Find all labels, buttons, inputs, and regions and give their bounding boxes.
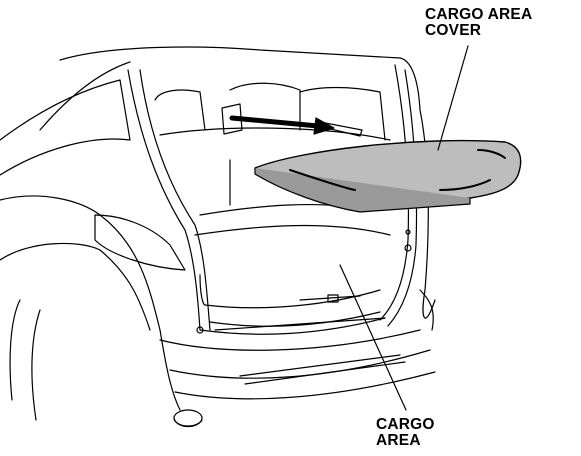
vehicle-body xyxy=(0,46,436,428)
cargo-area-label-line-2: AREA xyxy=(376,432,421,449)
cargo-area-label: CARGO AREA xyxy=(376,417,435,449)
cargo-area-cover-label: CARGO AREA COVER xyxy=(425,7,532,39)
cargo-area-cover-label-line-2: COVER xyxy=(425,22,482,39)
stow-arrow xyxy=(221,103,363,137)
cargo-area-cover-label-line-1: CARGO AREA xyxy=(425,6,533,23)
cargo-area-cover xyxy=(254,139,522,213)
leader-line-cover xyxy=(437,45,469,151)
cargo-area-label-line-1: CARGO xyxy=(376,416,435,433)
leader-line-cargo xyxy=(339,264,407,411)
